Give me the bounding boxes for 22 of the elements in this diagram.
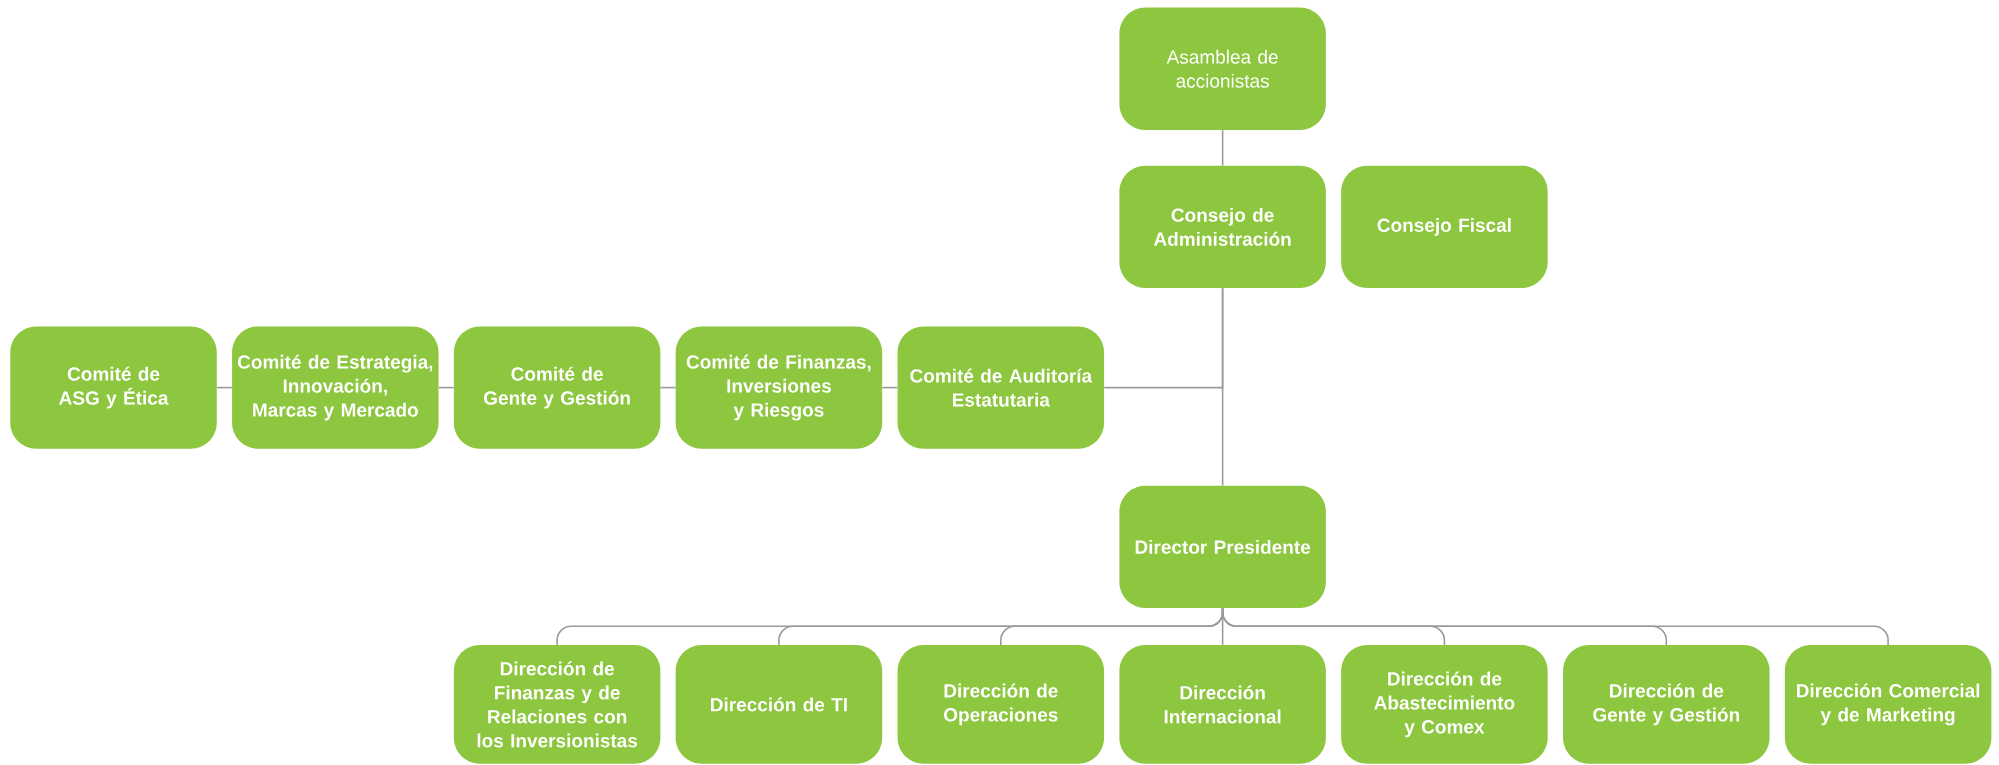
org-box: Asamblea de accionistas <box>1119 7 1326 130</box>
connector-line <box>216 386 233 389</box>
org-box: Consejo de Administración <box>1119 165 1326 289</box>
org-box: Consejo Fiscal <box>1341 165 1548 289</box>
connector-line <box>659 386 677 389</box>
org-box: Dirección de Operaciones <box>897 645 1105 764</box>
connector-line <box>1103 287 1224 389</box>
connector-line <box>881 386 899 389</box>
org-box: Dirección Comercial y de Marketing <box>1784 645 1992 764</box>
org-box: Comité de Auditoría Estatutaria <box>897 326 1105 449</box>
org-box: Comité de Finanzas, Inversiones y Riesgos <box>675 326 883 449</box>
org-box: Dirección de TI <box>675 645 883 764</box>
org-box: Director Presidente <box>1119 485 1326 609</box>
connector-line <box>1221 129 1224 167</box>
org-box: Comité de Estrategia, Innovación, Marcas y Mercado <box>232 326 439 449</box>
org-box: Dirección de Gente y Gestión <box>1563 645 1770 764</box>
org-box: Dirección de Abastecimiento y Comex <box>1341 645 1548 764</box>
connector-line <box>437 386 455 389</box>
org-box: Dirección de Finanzas y de Relaciones con los Inversionistas <box>453 645 661 764</box>
org-box: Comité de Gente y Gestión <box>453 326 661 449</box>
org-box: Comité de ASG y Ética <box>10 326 217 449</box>
org-box: Dirección Internacional <box>1119 645 1326 764</box>
